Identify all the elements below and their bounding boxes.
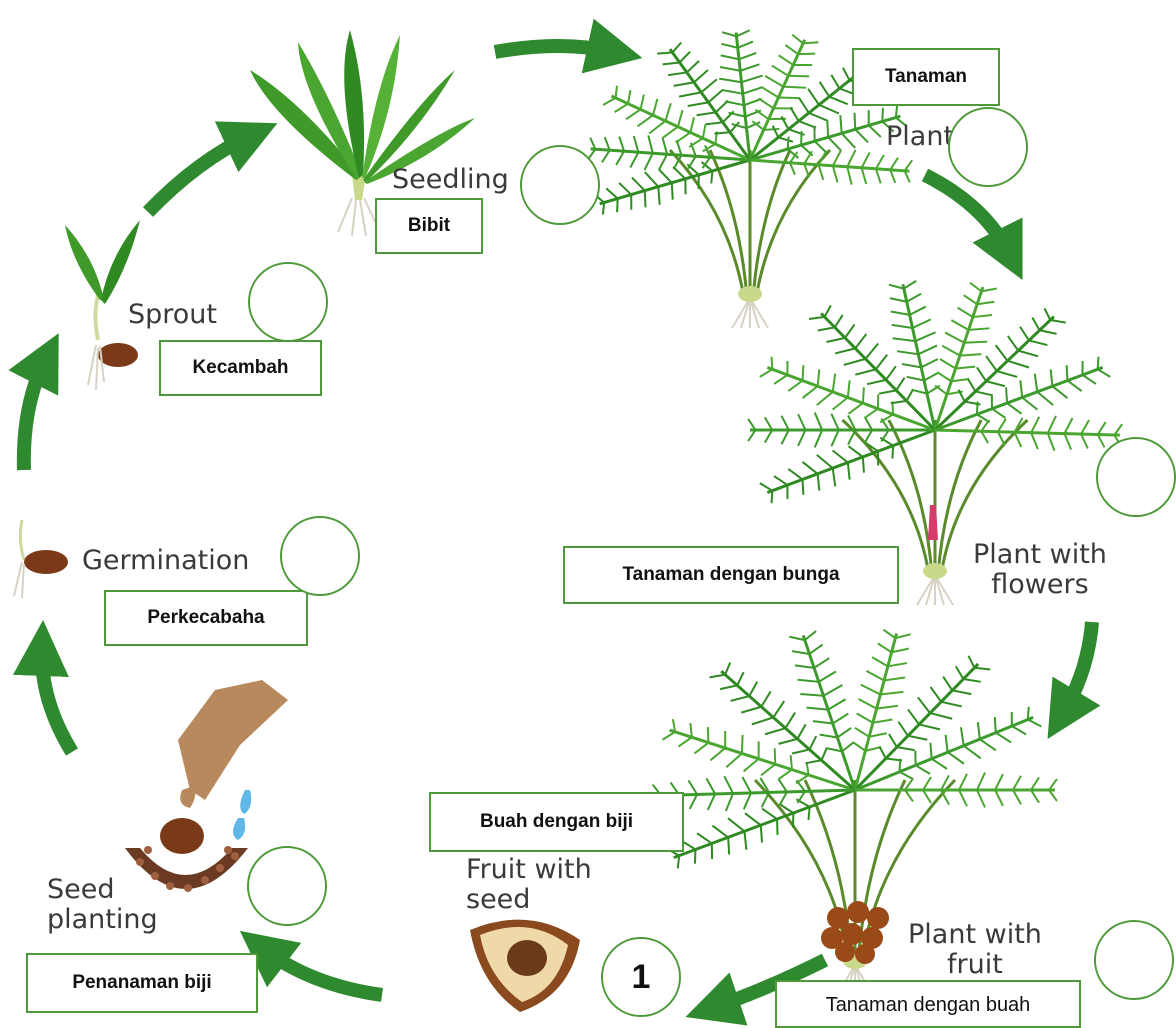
plant-with-flowers-label: Plant with flowers — [973, 540, 1107, 600]
germination-translation-box: Perkecabaha — [104, 590, 308, 646]
seed-planting-translation-box: Penanaman biji — [26, 953, 258, 1013]
germination-illustration — [14, 520, 68, 598]
plant-with-fruit-label: Plant with fruit — [908, 920, 1042, 980]
germination-number-circle[interactable] — [280, 516, 360, 596]
plant-with-fruit-translation-box: Tanaman dengan buah — [775, 980, 1081, 1028]
seed-planting-label: Seed planting — [47, 875, 158, 935]
plant-with-flowers-translation-box: Tanaman dengan bunga — [563, 546, 899, 604]
plant-with-fruit-number-circle[interactable] — [1094, 920, 1174, 1000]
arrow-germination-to-sprout — [24, 358, 46, 470]
germination-label: Germination — [82, 546, 249, 576]
fruit-with-seed-label: Fruit with seed — [466, 855, 592, 915]
fruit-with-seed-translation-box: Buah dengan biji — [429, 792, 684, 852]
sprout-translation-box: Kecambah — [159, 340, 322, 396]
plant-translation-box: Tanaman — [852, 48, 1000, 106]
seedling-label: Seedling — [392, 165, 509, 195]
fruit-with-seed-illustration — [470, 920, 580, 1012]
arrow-fruitseed-to-planting — [262, 948, 382, 995]
sprout-label: Sprout — [128, 300, 217, 330]
seedling-number-circle[interactable] — [520, 145, 600, 225]
arrow-sprout-to-seedling — [148, 135, 252, 212]
plant-with-flowers-number-circle[interactable] — [1096, 437, 1176, 517]
plant-label: Plant — [886, 122, 954, 152]
plant-number-circle[interactable] — [948, 107, 1028, 187]
sprout-number-circle[interactable] — [248, 262, 328, 342]
seedling-translation-box: Bibit — [375, 198, 483, 254]
arrow-flowers-to-fruit — [1062, 622, 1092, 715]
arrow-plant-to-flowers — [925, 175, 1010, 255]
fruit-with-seed-number-circle[interactable]: 1 — [601, 937, 681, 1017]
seed-planting-number-circle[interactable] — [247, 846, 327, 926]
arrow-seedling-to-plant — [495, 46, 615, 52]
arrow-planting-to-germination — [42, 648, 72, 752]
